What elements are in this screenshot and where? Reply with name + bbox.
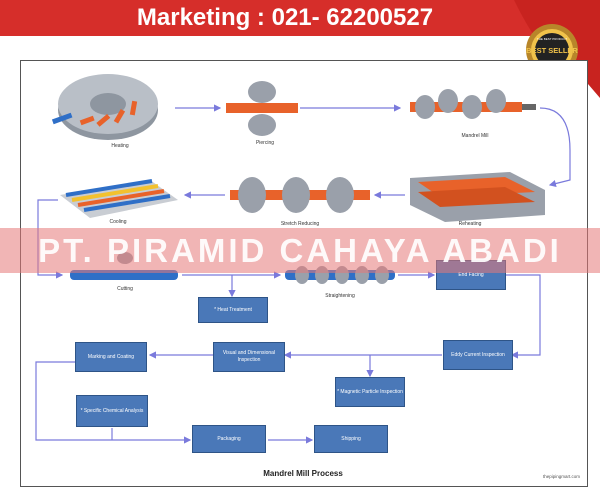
step-packaging: Packaging xyxy=(192,425,266,453)
caption-reheating: Reheating xyxy=(458,221,482,227)
stretch-reducing-illustration xyxy=(230,177,370,213)
step-eddy-current-inspection: Eddy Current Inspection xyxy=(443,340,513,370)
marketing-phone: Marketing : 021- 62200527 xyxy=(136,4,434,31)
flow-arrows xyxy=(35,104,571,444)
caption-piercing: Piercing xyxy=(255,140,275,146)
caption-cutting: Cutting xyxy=(117,286,133,292)
piercing-illustration xyxy=(226,81,298,136)
caption-heating: Heating xyxy=(111,143,129,149)
step-heat-treatment: * Heat Treatment xyxy=(198,297,268,323)
step-magnetic-particle-inspection: * Magnetic Particle Inspection xyxy=(335,377,405,407)
watermark-company-name: PT. PIRAMID CAHAYA ABADI xyxy=(38,232,562,269)
watermark-band xyxy=(0,228,600,273)
cooling-bed-illustration xyxy=(60,179,178,218)
step-specific-chemical-analysis: * Specific Chemical Analysis xyxy=(76,395,148,427)
caption-cooling: Cooling xyxy=(109,219,127,225)
heating-furnace-illustration xyxy=(51,74,158,140)
reheating-furnace-illustration xyxy=(410,172,545,222)
header-bar xyxy=(0,0,600,36)
caption-straightening: Straightening xyxy=(325,293,355,299)
step-visual-dimensional-inspection: Visual and Dimensional Inspection xyxy=(213,342,285,372)
step-marking-coating: Marking and Coating xyxy=(75,342,147,372)
diagram-title: Mandrel Mill Process xyxy=(263,469,343,478)
caption-mandrel-mill: Mandrel Mill xyxy=(461,133,489,139)
mandrel-mill-illustration xyxy=(410,89,536,119)
best-seller-label: BEST SELLER xyxy=(526,46,578,55)
svg-text:THE BEST PRODUCT: THE BEST PRODUCT xyxy=(537,37,567,41)
step-shipping: Shipping xyxy=(314,425,388,453)
caption-stretch-reducing: Stretch Reducing xyxy=(280,221,320,227)
source-url: thepipingmart.com xyxy=(542,474,580,479)
